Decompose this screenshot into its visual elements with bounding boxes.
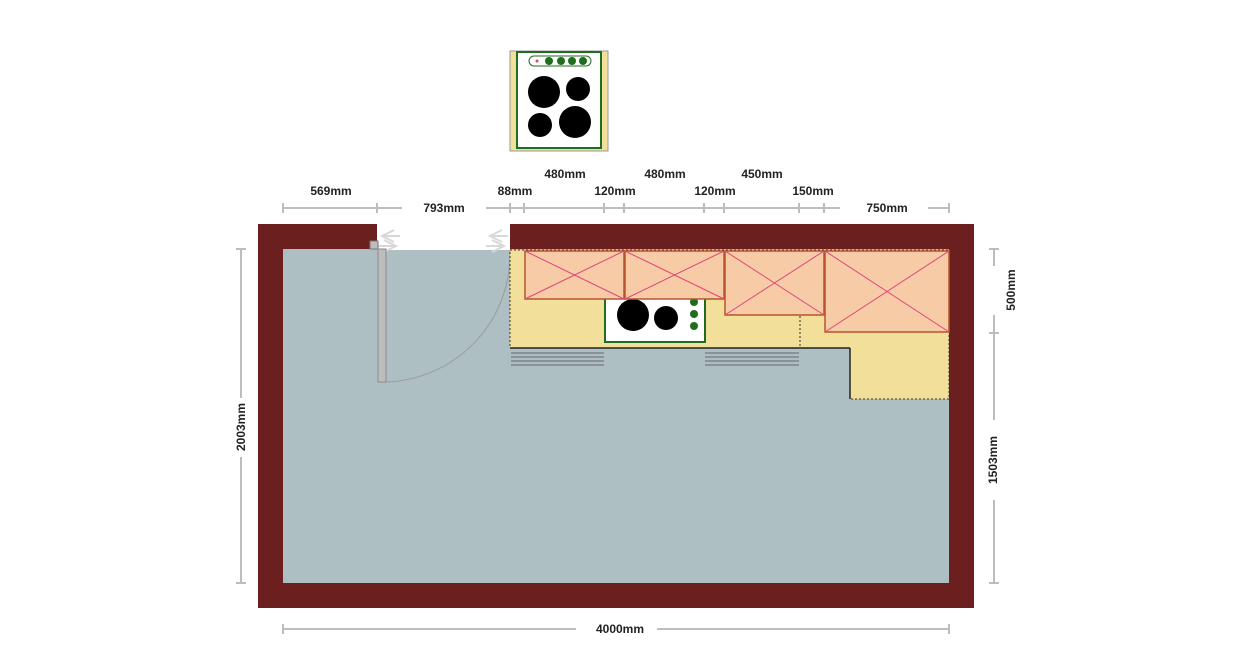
dim-label-floor-depth: 1503mm	[986, 436, 1000, 484]
dim-label-gap-4: 150mm	[792, 184, 833, 198]
dim-label-corner-cabinet: 750mm	[866, 201, 907, 215]
dim-label-gap-3: 120mm	[694, 184, 735, 198]
dim-label-cabinet-2: 480mm	[644, 167, 685, 181]
dim-label-door: 793mm	[423, 201, 464, 215]
wall-cabinet[interactable]	[824, 250, 950, 333]
door-swing-arc	[385, 249, 511, 383]
dim-label-gap-1: 88mm	[498, 184, 533, 198]
door-arrow-icon	[378, 229, 508, 253]
wall-cabinet[interactable]	[524, 250, 625, 300]
wall-cabinet[interactable]	[724, 250, 825, 316]
hob-icon[interactable]	[509, 50, 609, 152]
dim-label-room-depth: 2003mm	[234, 403, 248, 451]
drawer-lines	[511, 352, 799, 366]
door-leaf[interactable]	[377, 248, 387, 383]
dim-label-left-wall-segment: 569mm	[310, 184, 351, 198]
wall-cabinet[interactable]	[624, 250, 725, 300]
dim-label-cabinet-3: 450mm	[741, 167, 782, 181]
dim-label-cabinet-1: 480mm	[544, 167, 585, 181]
dim-label-gap-2: 120mm	[594, 184, 635, 198]
dim-label-room-width: 4000mm	[596, 622, 644, 636]
door-hinge	[369, 240, 379, 250]
dim-label-cabinet-depth: 500mm	[1004, 269, 1018, 310]
